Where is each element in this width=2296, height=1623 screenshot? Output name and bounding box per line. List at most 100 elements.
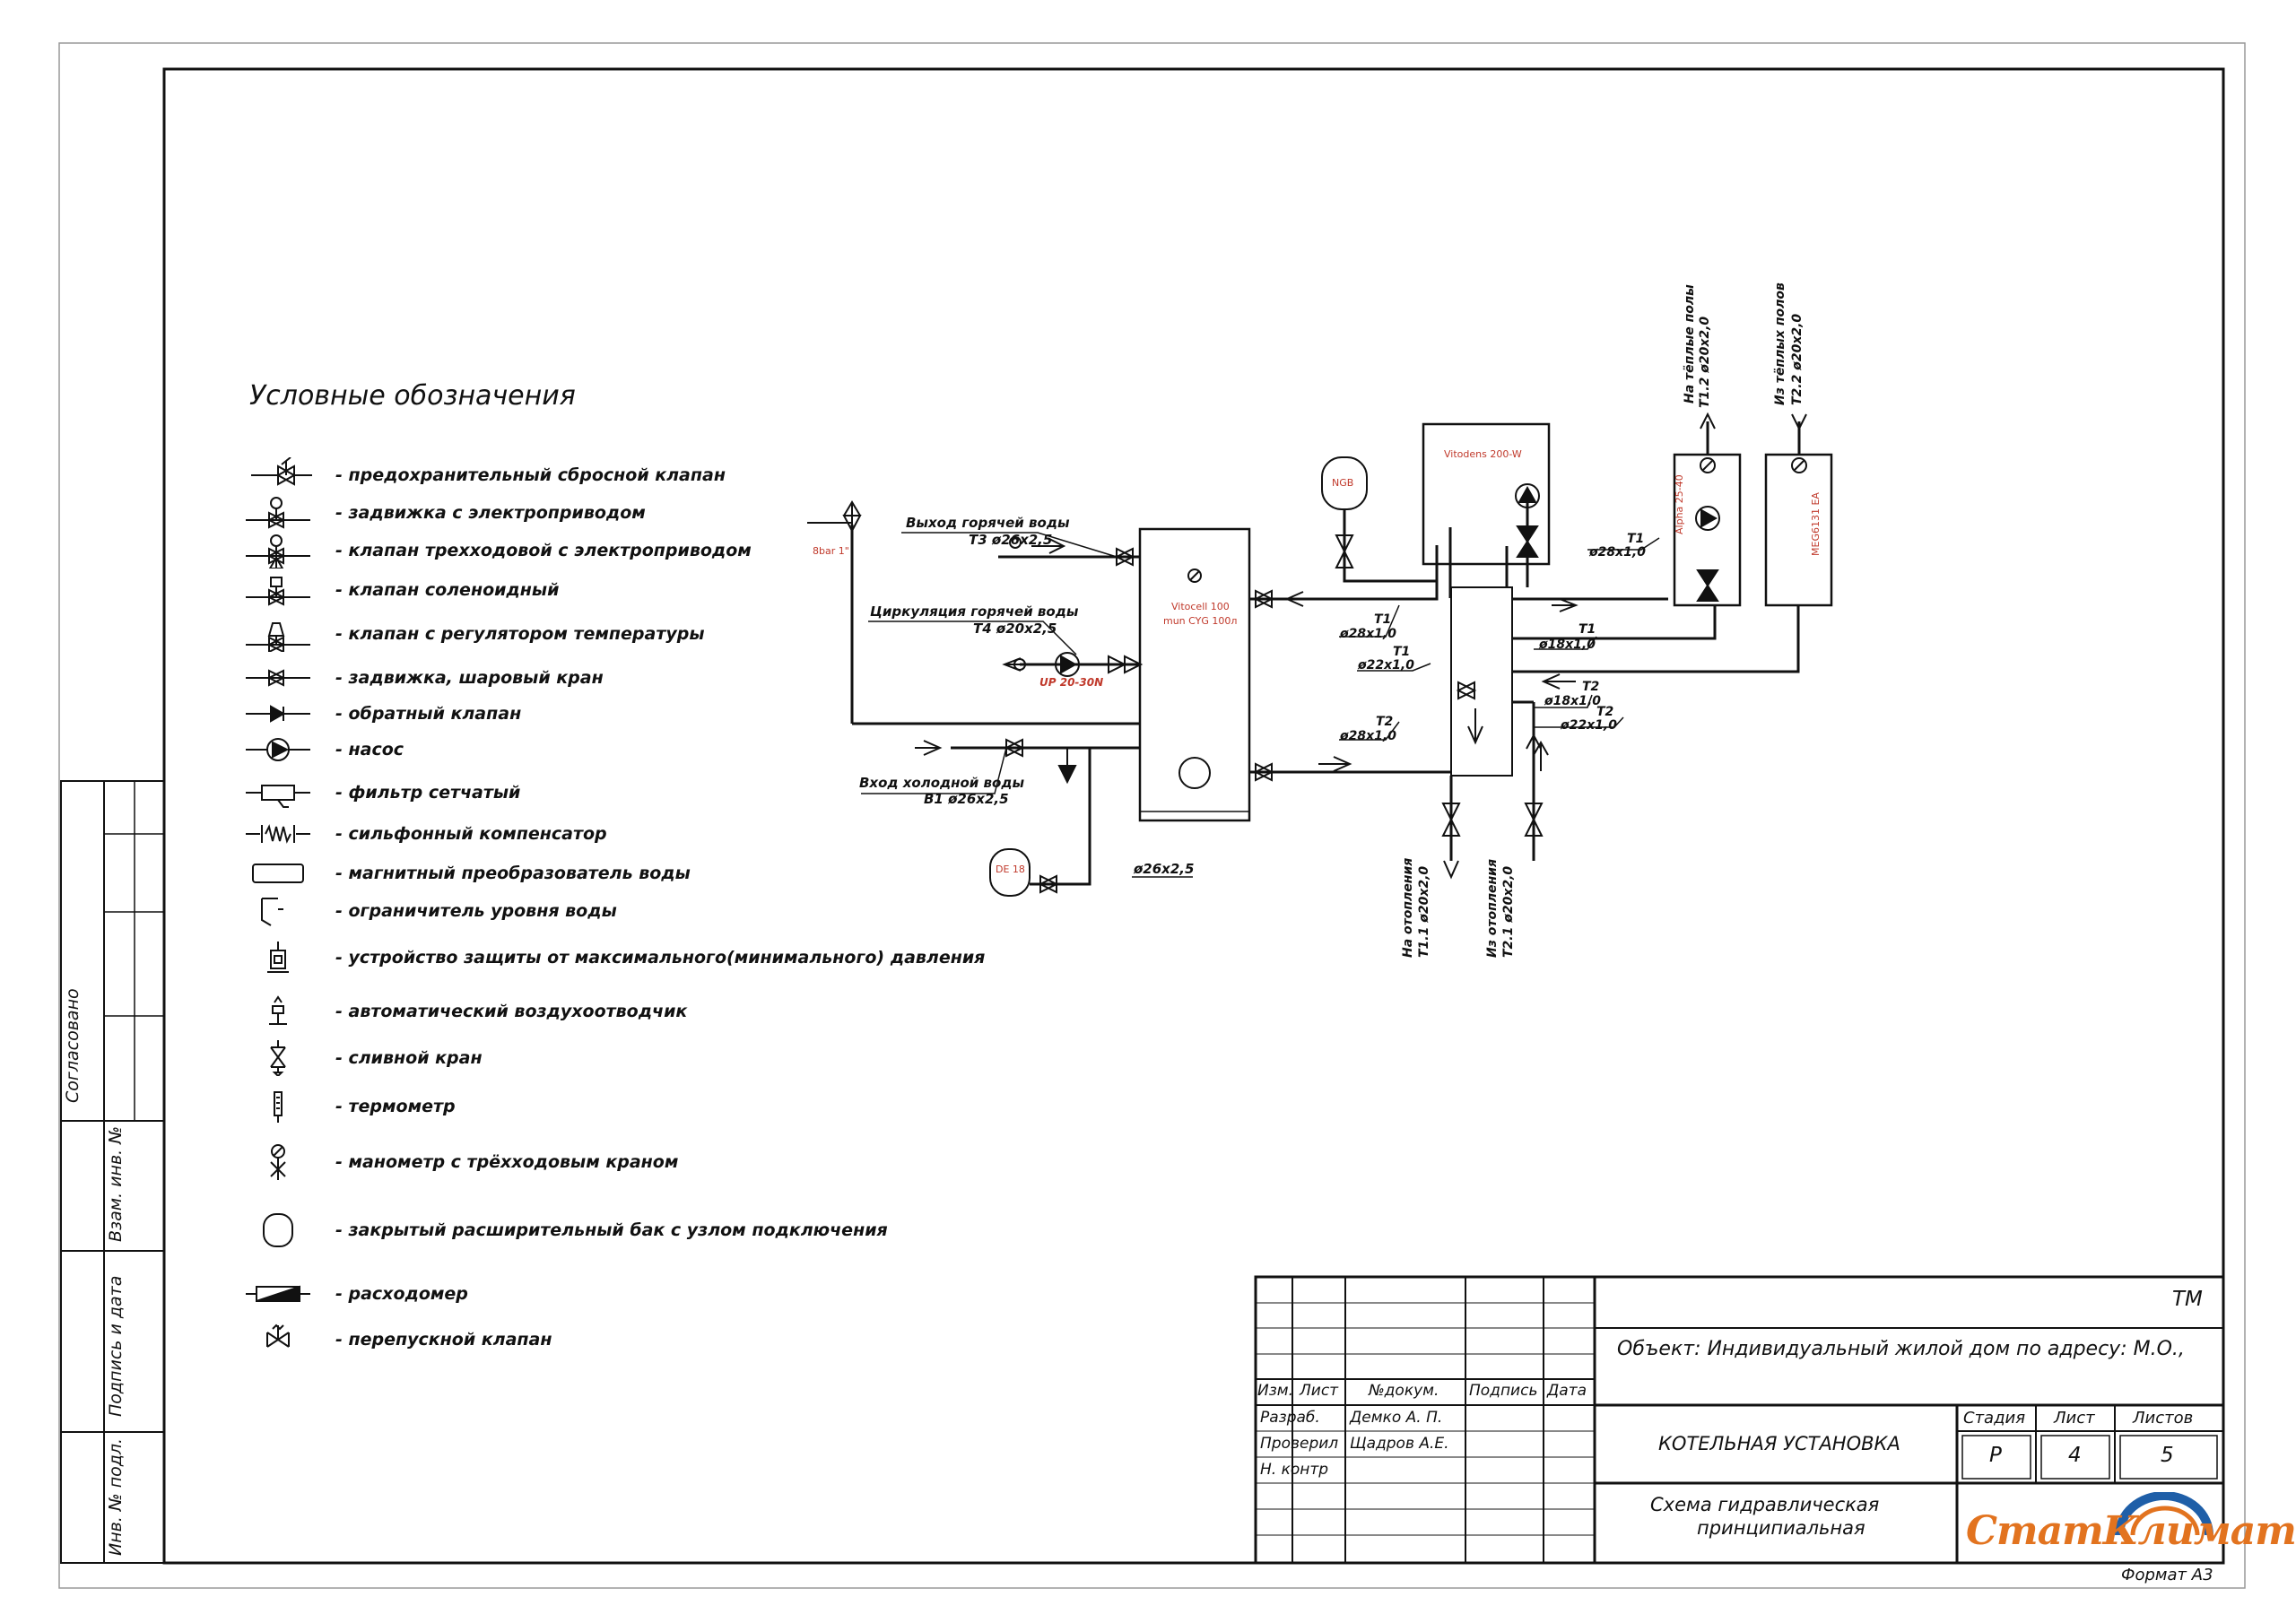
legend-item: - расходомер: [242, 1276, 468, 1312]
ball-valve-icon: [242, 660, 314, 696]
legend-item-label: - ограничитель уровня воды: [335, 901, 617, 921]
company-logo: СтатКлимат: [1962, 1488, 2296, 1560]
legend-item-label: - клапан соленоидный: [335, 580, 560, 600]
heat-from-spec: Т2.1 ø20х2,0: [1501, 865, 1516, 958]
tank-manometer-icon: [1187, 568, 1202, 583]
legend-item: - сливной кран: [242, 1040, 483, 1076]
t1-22-label: Т1: [1393, 645, 1411, 659]
legend-item-label: - сильфонный компенсатор: [335, 824, 607, 844]
t2-tank-spec: ø28х1,0: [1340, 729, 1396, 743]
t1-18-spec: ø18х1,0: [1539, 638, 1596, 652]
cold-water-in-spec: В1 ø26х2,5: [924, 791, 1009, 807]
expansion-tank-icon: [242, 1212, 314, 1248]
air-vent-icon: [242, 994, 314, 1029]
legend-item-label: - предохранительный сбросной клапан: [335, 465, 726, 485]
legend-item-label: - клапан с регулятором температуры: [335, 624, 705, 644]
developer-name: Демко А. П.: [1350, 1409, 1443, 1427]
legend-item-label: - насос: [335, 740, 404, 759]
meg-group: [1764, 453, 1833, 607]
t1-top-label: Т1: [1627, 532, 1645, 546]
bypass-valve-icon: [242, 1322, 314, 1358]
stage-label: Стадия: [1963, 1409, 2026, 1428]
heat-to-label: На отопления: [1401, 857, 1415, 958]
drawing-title-line1: Схема гидравлическая: [1650, 1494, 1880, 1515]
t2-22-label: Т2: [1596, 705, 1614, 719]
heat-from-label: Из отопления: [1485, 859, 1500, 958]
doc-code: ТМ: [2172, 1288, 2203, 1311]
legend-item-label: - задвижка с электроприводом: [335, 503, 646, 523]
legend-item: - фильтр сетчатый: [242, 775, 520, 811]
t1-boiler-spec: ø28х1,0: [1340, 627, 1396, 641]
legend-item-label: - сливной кран: [335, 1048, 483, 1068]
checked-label: Проверил: [1260, 1435, 1339, 1453]
t1-top-spec: ø28х1,0: [1589, 545, 1646, 560]
flow-meter-icon: [242, 1276, 314, 1312]
legend-item-label: - автоматический воздухоотводчик: [335, 1002, 688, 1021]
norm-control-label: Н. контр: [1260, 1461, 1329, 1479]
hot-water-out-label: Выход горячей воды: [906, 515, 1070, 531]
alpha-pump-icon: [1695, 506, 1720, 531]
heat-to-spec: Т1.1 ø20х2,0: [1417, 865, 1431, 958]
col-change: Изм.: [1257, 1382, 1293, 1400]
logo-arc-icon: [2115, 1492, 2213, 1536]
thermostatic-valve-icon: [242, 616, 314, 652]
legend-item-label: - клапан трехходовой с электроприводом: [335, 541, 752, 560]
drawing-title-line2: принципиальная: [1697, 1517, 1866, 1539]
legend-item-label: - фильтр сетчатый: [335, 783, 521, 803]
legend-item-label: - расходомер: [335, 1284, 468, 1304]
legend-item-label: - обратный клапан: [335, 704, 522, 724]
stage-value: Р: [1989, 1444, 2002, 1467]
meg-label: MEG6131 EA: [1810, 492, 1822, 556]
legend-item-label: - перепускной клапан: [335, 1330, 552, 1350]
legend-title: Условные обозначения: [249, 380, 576, 412]
sheets-label: Листов: [2133, 1409, 2194, 1428]
legend-item: - термометр: [242, 1089, 456, 1124]
project-title: КОТЕЛЬНАЯ УСТАНОВКА: [1658, 1433, 1900, 1454]
ngb-label: NGB: [1332, 477, 1354, 489]
legend-item: - устройство защиты от максимального(мин…: [242, 940, 985, 976]
check-valve-icon: [242, 696, 314, 732]
legend-item: - манометр с трёхходовым краном: [242, 1144, 678, 1180]
col-sign: Подпись: [1469, 1382, 1538, 1400]
legend-item: - ограничитель уровня воды: [242, 893, 617, 929]
floor-from-spec: Т2.2 ø20х2,0: [1790, 313, 1805, 405]
circulation-label: Циркуляция горячей воды: [870, 603, 1079, 620]
sheet-value: 4: [2068, 1444, 2082, 1467]
safety-relief-valve-icon: [242, 457, 314, 493]
checker-name: Щадров А.Е.: [1350, 1435, 1449, 1453]
floor-to-label: На тёплые полы: [1683, 284, 1697, 404]
boiler-pump-icon: [1515, 483, 1540, 508]
drain-valve-icon: [242, 1040, 314, 1076]
t1-18-label: Т1: [1578, 622, 1596, 637]
paper-format: Формат А3: [2121, 1566, 2213, 1584]
boiler-vitodens: [1422, 422, 1551, 566]
legend-item: - клапан трехходовой с электроприводом: [242, 533, 752, 568]
circulation-pump-icon: [1055, 652, 1080, 677]
bellows-compensator-icon: [242, 816, 314, 852]
legend-item-label: - магнитный преобразователь воды: [335, 864, 691, 883]
legend-item: - перепускной клапан: [242, 1322, 552, 1358]
alpha-label: Alpha 25-40: [1674, 474, 1685, 534]
legend-item: - клапан с регулятором температуры: [242, 616, 705, 652]
legend-item: - задвижка, шаровый кран: [242, 660, 604, 696]
water-level-limiter-icon: [242, 893, 314, 929]
motorized-gate-valve-icon: [242, 495, 314, 531]
hot-water-tank: [1138, 527, 1251, 822]
logo-text: СтатКлимат: [1966, 1508, 2296, 1554]
legend-item: - автоматический воздухоотводчик: [242, 994, 687, 1029]
tank-label: Vitocell 100: [1171, 601, 1230, 612]
circ-pump-label: UP 20-30N: [1039, 676, 1104, 689]
t2-22-spec: ø22х1,0: [1561, 718, 1617, 733]
object-title: Объект: Индивидуальный жилой дом по адре…: [1617, 1338, 2185, 1360]
tank-model-label: mun CYG 100л: [1163, 615, 1238, 627]
strainer-icon: [242, 775, 314, 811]
legend-item-label: - манометр с трёхходовым краном: [335, 1152, 679, 1172]
solenoid-valve-icon: [242, 572, 314, 608]
relief-valve-label: 8bar 1": [813, 545, 849, 557]
legend-item: - задвижка с электроприводом: [242, 495, 646, 531]
t1-boiler-label: Т1: [1374, 612, 1392, 627]
legend-item-label: - закрытый расширительный бак с узлом по…: [335, 1220, 888, 1240]
three-way-motorized-valve-icon: [242, 533, 314, 568]
